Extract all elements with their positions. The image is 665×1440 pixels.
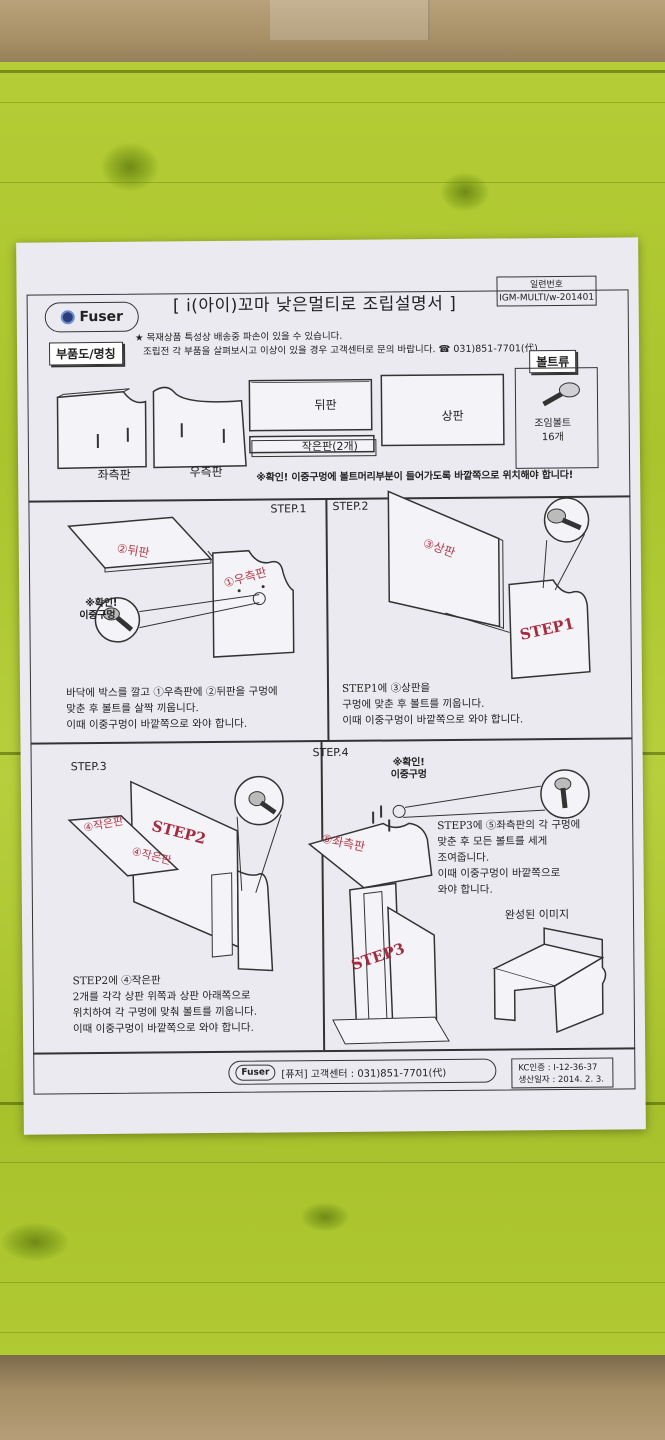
wood-knot <box>300 1202 350 1232</box>
parts-illustration <box>56 367 599 470</box>
bolt-count-label: 16개 <box>541 431 564 444</box>
step3-line-3: 위치하여 각 구멍에 맞춰 볼트를 끼웁니다. <box>72 1005 258 1020</box>
cardboard-bottom <box>0 1355 665 1440</box>
wood-knot <box>100 142 160 192</box>
step1-diagram <box>67 516 295 658</box>
step1-confirm-double-hole: 이중구멍 <box>79 609 116 622</box>
parts-tag: 부품도/명칭 <box>48 341 123 366</box>
step4-line-2: 맞춘 후 모든 볼트를 세게 <box>437 835 548 849</box>
step3-line-1: STEP2에 ④작은판 <box>72 974 161 988</box>
part-back-panel-label: 뒤판 <box>314 397 337 413</box>
step1-line-3: 이때 이중구멍이 바깥쪽으로 와야 합니다. <box>66 717 248 732</box>
wood-grain <box>0 1162 665 1163</box>
wood-knot <box>440 172 490 212</box>
step3-line-2: 2개를 각각 상판 위쪽과 상판 아래쪽으로 <box>72 989 251 1004</box>
wood-grain <box>0 182 665 183</box>
wood-grain <box>0 1282 665 1283</box>
kc-info-box: KC인증 : I-12-36-37 생산일자 : 2014. 2. 3. <box>511 1057 614 1089</box>
wood-knot <box>0 1222 70 1262</box>
finished-bench-illustration <box>492 927 607 1034</box>
step2-label: STEP.2 <box>332 499 369 513</box>
plank-seam <box>0 70 665 73</box>
step4-line-4: 이때 이중구멍이 바깥쪽으로 <box>437 867 561 881</box>
instruction-sheet: 일련번호 IGM-MULTI/w-201401 Fuser [ i(아이)꼬마 … <box>16 237 646 1135</box>
step4-diagram <box>307 769 590 1045</box>
step2-line-1: STEP1에 ③상판을 <box>341 682 431 695</box>
wood-grain <box>0 1332 665 1333</box>
step3-line-4: 이때 이중구멍이 바깥쪽으로 와야 합니다. <box>72 1021 254 1036</box>
step3-diagram <box>67 775 284 972</box>
wood-grain <box>0 102 665 103</box>
part-left-panel-label: 좌측판 <box>97 467 131 483</box>
part-small-panel-label: 작은판(2개) <box>301 439 358 454</box>
cardboard-top <box>0 0 665 70</box>
step1-line-1: 바닥에 박스를 깔고 ①우측판에 ②뒤판을 구멍에 <box>66 685 278 700</box>
footer-logo: Fuser <box>235 1064 276 1081</box>
customer-center-text: [퓨저] 고객센터 : 031)851-7701(代) <box>281 1067 447 1080</box>
finished-image-label: 완성된 이미지 <box>504 907 570 922</box>
step4-line-5: 와야 합니다. <box>437 883 493 897</box>
kc-certification: KC인증 : I-12-36-37 <box>518 1062 598 1074</box>
customer-center-pill: Fuser [퓨저] 고객센터 : 031)851-7701(代) <box>228 1058 497 1085</box>
step4-label: STEP.4 <box>312 745 349 760</box>
notice-line-1: ★ 목재상품 특성상 배송중 파손이 있을 수 있습니다. <box>134 330 343 344</box>
step2-line-2: 구멍에 맞춘 후 볼트를 끼웁니다. <box>342 697 485 711</box>
confirm-note: ※확인! 이중구멍에 볼트머리부분이 들어가도록 바깥쪽으로 위치해야 합니다! <box>256 469 574 484</box>
production-date: 생산일자 : 2014. 2. 3. <box>518 1074 605 1086</box>
step2-diagram <box>387 490 591 680</box>
part-right-panel-label: 우측판 <box>189 464 223 480</box>
step4-line-1: STEP3에 ⑤좌측판의 각 구멍에 <box>437 818 581 833</box>
step2-line-3: 이때 이중구멍이 바깥쪽으로 와야 합니다. <box>342 713 524 727</box>
step1-line-2: 맞춘 후 볼트를 살짝 끼웁니다. <box>66 702 199 716</box>
cardboard-crease <box>270 0 430 40</box>
part-top-panel-label: 상판 <box>441 408 464 424</box>
step4-line-3: 조여줍니다. <box>437 851 490 865</box>
